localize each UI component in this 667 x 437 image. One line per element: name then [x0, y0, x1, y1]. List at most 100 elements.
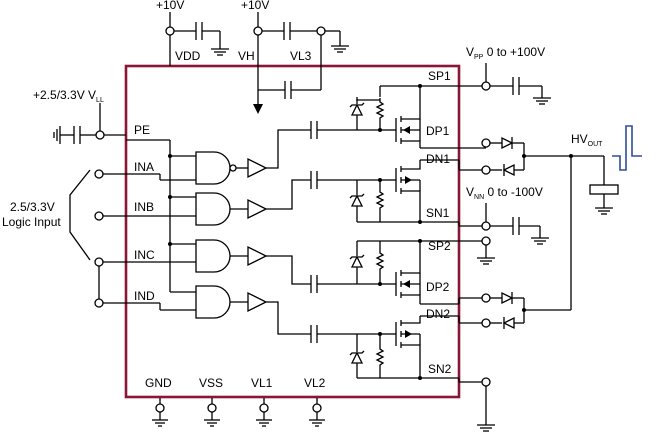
coupling-capacitor-c: [310, 274, 318, 294]
pmos-q1-icon: [380, 86, 421, 148]
transducer-icon: [589, 184, 619, 195]
vh-current-arrow-icon: [253, 104, 263, 114]
vdd-pin-label: VDD: [175, 49, 201, 63]
internal-vl3-capacitor: [284, 80, 292, 100]
pmos-q3-icon: [380, 241, 421, 304]
internal-vh-network: [253, 66, 322, 114]
dn2-pin-label: DN2: [426, 307, 450, 321]
vss-pin-label: VSS: [199, 376, 223, 390]
dn1-pin-label: DN1: [426, 152, 450, 166]
vh-rail-label: +10V: [241, 0, 269, 12]
level-shift-buffers: [230, 158, 267, 312]
inc-terminal[interactable]: [94, 257, 104, 267]
sp1-terminal[interactable]: [481, 81, 491, 91]
vl2-pin-ground-icon: [308, 397, 326, 427]
sn2-ground-icon: [476, 424, 496, 432]
coupling-capacitor-a: [310, 120, 318, 140]
bottom-pins: GND VSS VL1 VL2: [145, 376, 326, 427]
sn2-terminal[interactable]: [481, 377, 491, 387]
sp2-pin-label: SP2: [428, 239, 451, 253]
hv-pulse-waveform-icon: [612, 125, 642, 171]
logic-input-label-line1: 2.5/3.3V: [10, 200, 55, 214]
inc-pin-label: INC: [134, 248, 155, 262]
vdd-rail-terminal: [165, 26, 175, 36]
zener-q4-icon: [349, 346, 365, 370]
dp1-terminal[interactable]: [481, 138, 491, 148]
buffer-b-icon: [247, 199, 267, 219]
dp1-pin-label: DP1: [426, 124, 450, 138]
vl3-terminal: [316, 26, 326, 36]
vpp-supply-section: VPP 0 to +100V: [466, 45, 552, 105]
vll-terminal: [95, 130, 105, 140]
gnd-pin-ground-icon: [151, 397, 169, 427]
vll-supply-section: +2.5/3.3V VLL: [33, 88, 126, 145]
logic-input-section: 2.5/3.3V Logic Input: [2, 169, 126, 308]
right-terminals: [481, 81, 491, 387]
pe-pin-label: PE: [134, 123, 150, 137]
vdd-bypass-capacitor: [195, 21, 203, 41]
and-gate-b-icon: [195, 192, 231, 226]
sn2-pin-label: SN2: [428, 362, 452, 376]
zener-q3-icon: [349, 250, 365, 274]
vpp-bypass-capacitor: [512, 76, 520, 96]
vss-pin-ground-icon: [203, 397, 221, 427]
nmos-q2-icon: [380, 160, 421, 222]
buffer-c-icon: [247, 246, 267, 266]
vnn-ground-icon: [530, 237, 550, 245]
vpp-label: VPP 0 to +100V: [466, 45, 545, 61]
sn1-terminal[interactable]: [481, 221, 491, 231]
vh-pin-label: VH: [238, 49, 255, 63]
ina-terminal[interactable]: [94, 169, 104, 179]
transducer-ground-icon: [594, 207, 614, 215]
and-gate-d-icon: [195, 285, 231, 319]
gnd-pin-label: GND: [145, 376, 172, 390]
dn1-terminal[interactable]: [481, 165, 491, 175]
output-mosfets: [380, 84, 422, 380]
diode-dp2-icon: [501, 291, 513, 305]
and-gate-a-icon: [195, 151, 231, 185]
ind-pin-label: IND: [134, 289, 155, 303]
top-supply-section: +10V +10V VDD VH VL3: [156, 0, 350, 66]
dn2-terminal[interactable]: [481, 318, 491, 328]
coupling-routing: [266, 120, 380, 344]
sp2-terminal[interactable]: [481, 236, 491, 246]
resistor-q1-icon: [376, 97, 384, 123]
vh-ground-icon: [330, 45, 350, 53]
logic-input-label-line2: Logic Input: [2, 215, 61, 229]
and-gate-c-icon: [195, 239, 231, 273]
input-routing: [126, 173, 196, 311]
sp2-ground-icon: [476, 257, 496, 265]
buffer-d-icon: [247, 292, 267, 312]
vl2-pin-label: VL2: [304, 376, 326, 390]
vnn-bypass-capacitor: [512, 216, 520, 236]
ind-terminal[interactable]: [94, 298, 104, 308]
vnn-label: VNN 0 to -100V: [466, 185, 543, 201]
vll-ground-icon: [53, 125, 61, 145]
and-gates: [195, 151, 237, 319]
resistor-q3-icon: [376, 248, 384, 274]
zener-q1-icon: [349, 98, 365, 122]
vnn-supply-section: VNN 0 to -100V: [466, 185, 550, 265]
coupling-capacitor-b: [310, 170, 318, 190]
vl3-pin-label: VL3: [290, 49, 312, 63]
output-diodes: [490, 136, 604, 330]
buffer-a-icon: [247, 158, 267, 178]
resistor-q2-icon: [376, 187, 384, 213]
gate-bias-networks: [349, 85, 420, 379]
inb-terminal[interactable]: [94, 211, 104, 221]
hv-out-label: HVOUT: [571, 132, 603, 148]
diode-dn1-icon: [503, 163, 515, 177]
inb-pin-label: INB: [134, 200, 154, 214]
sp1-pin-label: SP1: [428, 69, 451, 83]
vll-label: +2.5/3.3V VLL: [33, 88, 104, 104]
ina-pin-label: INA: [134, 160, 154, 174]
vl1-pin-ground-icon: [255, 397, 273, 427]
zener-q2-icon: [349, 189, 365, 213]
dp2-terminal[interactable]: [481, 293, 491, 303]
hv-output-section: HVOUT: [571, 125, 642, 215]
diode-dn2-icon: [503, 316, 515, 330]
vh-rail-terminal: [253, 26, 263, 36]
sn1-pin-label: SN1: [426, 206, 450, 220]
and-gate-a-inversion-bubble: [229, 164, 237, 172]
